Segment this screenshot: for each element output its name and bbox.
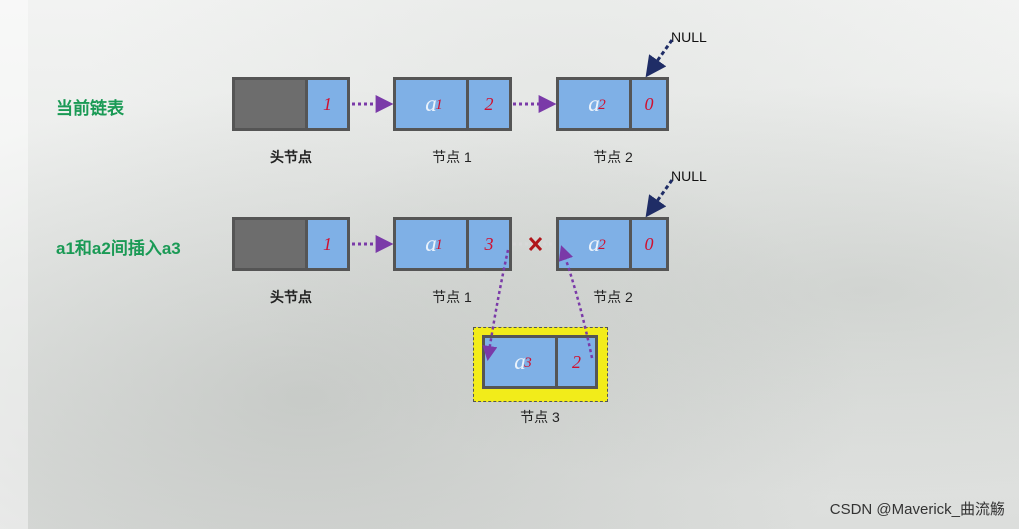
row2-null-label: NULL (671, 168, 707, 184)
head-empty-cell (235, 220, 305, 268)
row2-node-1-caption: 节点 1 (432, 289, 472, 305)
row1-head-node: 1 (232, 77, 350, 131)
pointer-value: 2 (484, 93, 494, 114)
node1-to-node3-arrow (482, 249, 510, 361)
cut-x-mark (528, 236, 543, 252)
row1-head-caption: 头节点 (270, 149, 312, 165)
pointer-cell: 0 (629, 220, 666, 268)
pointer-cell: 0 (629, 80, 666, 128)
head-pointer-cell: 1 (305, 80, 347, 128)
row1-node-1-caption: 节点 1 (432, 149, 472, 165)
head-empty-cell (235, 80, 305, 128)
pointer-cell: 2 (466, 80, 509, 128)
inserted-node-caption: 节点 3 (520, 409, 560, 425)
watermark: CSDN @Maverick_曲流觞 (829, 501, 1005, 518)
row2-label: a1和a2间插入a3 (56, 239, 181, 258)
node3-to-node2-arrow (558, 245, 594, 359)
pointer-value: 0 (644, 93, 654, 114)
pointer-value: 3 (484, 233, 494, 254)
row1-node-2-caption: 节点 2 (593, 149, 633, 165)
row1-label: 当前链表 (56, 99, 124, 118)
row1-null-arrow (645, 39, 674, 78)
row2-head-caption: 头节点 (270, 289, 312, 305)
row2-node-2-caption: 节点 2 (593, 289, 633, 305)
pointer-value: 2 (572, 351, 581, 372)
row1-null-label: NULL (671, 29, 707, 45)
pointer-value: 1 (323, 93, 332, 114)
head-pointer-cell: 1 (305, 220, 347, 268)
row2-head-node: 1 (232, 217, 350, 271)
pointer-value: 0 (644, 233, 654, 254)
row2-null-arrow (645, 179, 674, 218)
left-margin-band (0, 0, 28, 529)
pointer-cell: 3 (466, 220, 509, 268)
pointer-value: 1 (323, 233, 332, 254)
